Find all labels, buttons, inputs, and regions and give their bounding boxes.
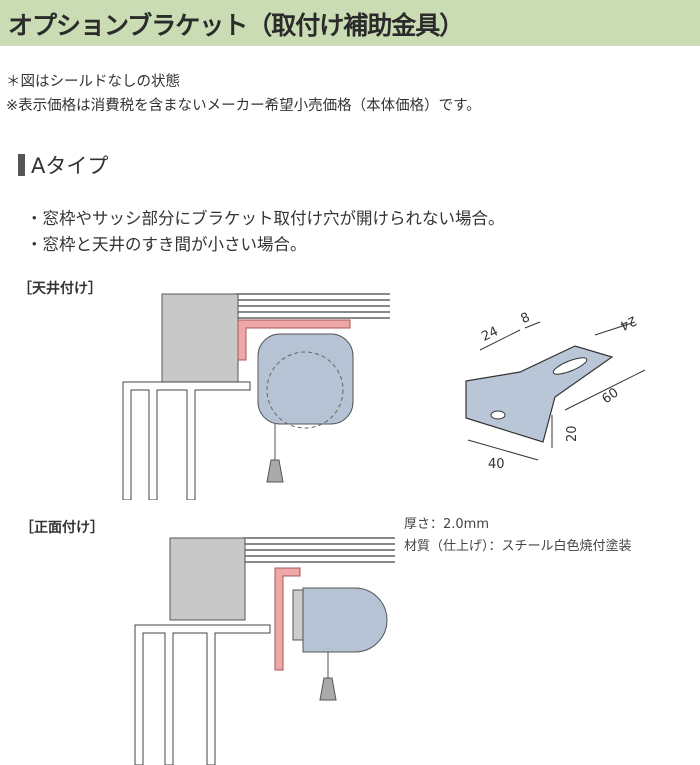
bracket-dimension-diagram: 24 8 24 60 20 40 bbox=[465, 310, 646, 472]
section-title: Aタイプ bbox=[31, 154, 109, 178]
page-title: オプションブラケット（取付け補助金具） bbox=[8, 11, 464, 40]
dim-60: 60 bbox=[599, 385, 621, 407]
spec-material: 材質（仕上げ）：スチール白色焼付塗装 bbox=[404, 539, 632, 554]
ceiling-mount-label: ［天井付け］ bbox=[18, 281, 102, 297]
heading-bar bbox=[18, 154, 25, 176]
note-price: ※表示価格は消費税を含まないメーカー希望小売価格（本体価格）です。 bbox=[6, 98, 481, 114]
dim-24-left: 24 bbox=[479, 324, 500, 345]
note-shield: ＊図はシールドなしの状態 bbox=[6, 74, 180, 90]
dim-24-right: 24 bbox=[617, 312, 638, 333]
header-bar: オプションブラケット（取付け補助金具） bbox=[0, 0, 700, 46]
dim-20: 20 bbox=[565, 425, 580, 442]
spec-thickness: 厚さ：2.0mm bbox=[404, 517, 490, 532]
bullet-item: ・窓枠と天井のすき間が小さい場合。 bbox=[26, 235, 307, 254]
bullet-item: ・窓枠やサッシ部分にブラケット取付け穴が開けられない場合。 bbox=[26, 209, 505, 228]
front-mount-diagram bbox=[134, 537, 395, 765]
dim-8: 8 bbox=[519, 310, 533, 327]
ceiling-mount-diagram bbox=[122, 293, 390, 500]
section-heading: Aタイプ bbox=[18, 150, 108, 180]
dim-40: 40 bbox=[488, 457, 505, 472]
front-mount-label: ［正面付け］ bbox=[20, 520, 104, 536]
